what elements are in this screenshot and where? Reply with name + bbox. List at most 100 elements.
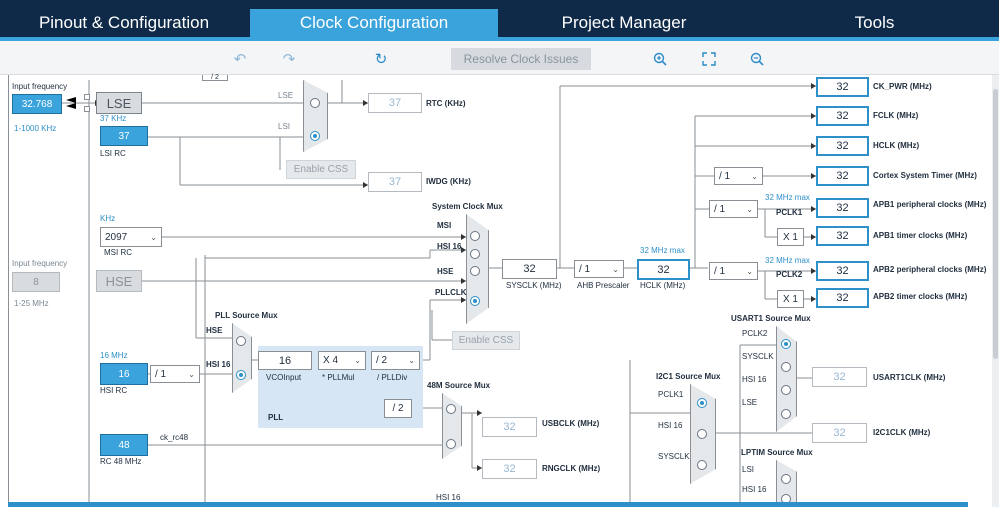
hsi-rc-label: HSI RC	[100, 386, 128, 395]
apb2-prescaler-value: / 1	[714, 265, 726, 277]
usart1-lse-radio[interactable]	[781, 409, 791, 419]
fit-screen-icon[interactable]	[700, 50, 718, 68]
msi-range-dropdown[interactable]: 2097⌄	[100, 227, 162, 247]
sysmux-msi-radio[interactable]	[470, 231, 480, 241]
iwdg-frequency-output[interactable]: 37	[368, 172, 422, 192]
sysmux-hse-label: HSE	[437, 267, 454, 276]
apb1-timer-multiplier: X 1	[777, 228, 804, 246]
usbclk-output[interactable]: 32	[482, 417, 537, 437]
apb1-timer-output[interactable]: 32	[816, 226, 869, 246]
usart1-source-mux-title: USART1 Source Mux	[731, 314, 811, 323]
usart1-hsi16-radio[interactable]	[781, 385, 791, 395]
pll-mul-dropdown[interactable]: X 4⌄	[318, 351, 366, 370]
i2c1clk-label: I2C1CLK (MHz)	[873, 428, 931, 437]
chevron-down-icon: ⌄	[354, 356, 361, 365]
hclk-output[interactable]: 32	[816, 136, 869, 156]
rtc-frequency-output[interactable]: 37	[368, 93, 422, 113]
sysmux-enable-css-button[interactable]: Enable CSS	[452, 331, 520, 350]
system-clock-mux-title: System Clock Mux	[432, 202, 503, 211]
i2c1-hsi16-radio[interactable]	[697, 429, 707, 439]
hse-input-label: Input frequency	[12, 259, 68, 268]
canvas-left-border	[8, 75, 9, 507]
lse-block: LSE	[96, 92, 142, 114]
ahb-prescaler-label: AHB Prescaler	[577, 281, 630, 290]
tab-tools[interactable]: Tools	[750, 9, 999, 37]
usart1clk-output[interactable]: 32	[812, 367, 867, 387]
hsi-divider-dropdown[interactable]: / 1 ⌄	[150, 365, 200, 383]
cortex-timer-divider-dropdown[interactable]: / 1⌄	[714, 167, 763, 185]
sysmux-pllclk-radio[interactable]	[470, 296, 480, 306]
apb2-prescaler-dropdown[interactable]: / 1 ⌄	[709, 262, 758, 280]
apb1-peripheral-label: APB1 peripheral clocks (MHz)	[873, 200, 987, 209]
pll-source-hse-radio[interactable]	[236, 336, 246, 346]
rngclk-output[interactable]: 32	[482, 459, 537, 479]
rtc-mux-lse-radio[interactable]	[310, 98, 320, 108]
hse-range: 1-25 MHz	[14, 299, 49, 308]
redo-icon[interactable]: ↷	[282, 51, 296, 68]
hclk-value-input[interactable]: 32	[637, 259, 690, 280]
apb1-timer-label: APB1 timer clocks (MHz)	[873, 231, 968, 240]
chevron-down-icon: ⌄	[746, 266, 753, 276]
lse-port-top	[84, 94, 90, 100]
pclk1-label: PCLK1	[776, 208, 803, 217]
rtc-enable-css-button[interactable]: Enable CSS	[286, 160, 356, 179]
apb2-timer-multiplier: X 1	[777, 290, 804, 308]
top-divider-partial: / 2	[202, 74, 228, 81]
msi-unit: KHz	[100, 214, 116, 223]
tab-project-manager[interactable]: Project Manager	[500, 9, 748, 37]
rtc-mux-lsi-label: LSI	[278, 122, 291, 131]
msi-rc-label: MSI RC	[104, 248, 132, 257]
rtc-mux-lsi-radio[interactable]	[310, 131, 320, 141]
i2c1clk-output[interactable]: 32	[812, 423, 867, 443]
lptim-lsi-radio[interactable]	[781, 474, 791, 484]
sysmux-hsi16-radio[interactable]	[470, 249, 480, 259]
sysmux-hse-radio[interactable]	[470, 266, 480, 276]
usart1-lse-label: LSE	[742, 398, 758, 407]
i2c1-sysclk-radio[interactable]	[697, 460, 707, 470]
lse-port-bottom	[84, 106, 90, 112]
hse-block: HSE	[96, 270, 142, 292]
ck-pwr-output[interactable]: 32	[816, 77, 869, 97]
apb2-peripheral-output[interactable]: 32	[816, 261, 869, 281]
zoom-in-icon[interactable]	[651, 50, 669, 68]
lsi-frequency: 37 KHz	[100, 114, 127, 123]
vertical-scrollbar-thumb[interactable]	[993, 89, 998, 359]
fclk-label: FCLK (MHz)	[873, 111, 919, 120]
usart1-sysclk-radio[interactable]	[781, 362, 791, 372]
zoom-out-icon[interactable]	[748, 50, 766, 68]
vco-input-value[interactable]: 16	[258, 351, 312, 370]
apb2-timer-output[interactable]: 32	[816, 288, 869, 308]
hclk-output-label: HCLK (MHz)	[873, 141, 920, 150]
ahb-prescaler-dropdown[interactable]: / 1⌄	[574, 260, 624, 278]
48m-mux-rc48-radio[interactable]	[446, 439, 456, 449]
tab-pinout-configuration[interactable]: Pinout & Configuration	[0, 9, 248, 37]
hclk-label: HCLK (MHz)	[640, 281, 686, 290]
fclk-output[interactable]: 32	[816, 106, 869, 126]
pll-div-dropdown[interactable]: / 2⌄	[371, 351, 420, 370]
cortex-timer-output[interactable]: 32	[816, 166, 869, 186]
lse-range: 1-1000 KHz	[14, 124, 57, 133]
refresh-icon[interactable]: ↻	[374, 51, 388, 68]
undo-icon[interactable]: ↶	[233, 51, 247, 68]
apb1-prescaler-dropdown[interactable]: / 1⌄	[709, 200, 758, 218]
lptim-source-mux-title: LPTIM Source Mux	[741, 448, 813, 457]
sysclk-value[interactable]: 32	[502, 259, 557, 279]
lsi-rc-label: LSI RC	[100, 149, 126, 158]
hsi-divider-value: / 1	[155, 368, 167, 380]
tab-clock-configuration[interactable]: Clock Configuration	[250, 9, 498, 37]
chevron-down-icon: ⌄	[188, 369, 195, 379]
apb1-peripheral-output[interactable]: 32	[816, 198, 869, 218]
i2c1-pclk1-radio[interactable]	[697, 398, 707, 408]
horizontal-scrollbar[interactable]	[8, 502, 968, 507]
i2c1-pclk1-label: PCLK1	[658, 390, 684, 399]
48m-mux-pll-radio[interactable]	[446, 404, 456, 414]
lse-input-frequency[interactable]: 32.768	[12, 94, 62, 114]
pll-source-hsi16-radio[interactable]	[236, 370, 246, 380]
resolve-clock-issues-button[interactable]: Resolve Clock Issues	[451, 48, 591, 70]
lptim-hsi16-label: HSI 16	[742, 485, 767, 494]
vertical-scrollbar[interactable]	[992, 75, 999, 507]
cortex-timer-label: Cortex System Timer (MHz)	[873, 171, 977, 180]
ck-pwr-label: CK_PWR (MHz)	[873, 82, 932, 91]
hse-input-frequency[interactable]: 8	[12, 272, 60, 292]
usart1-pclk2-radio[interactable]	[781, 339, 791, 349]
